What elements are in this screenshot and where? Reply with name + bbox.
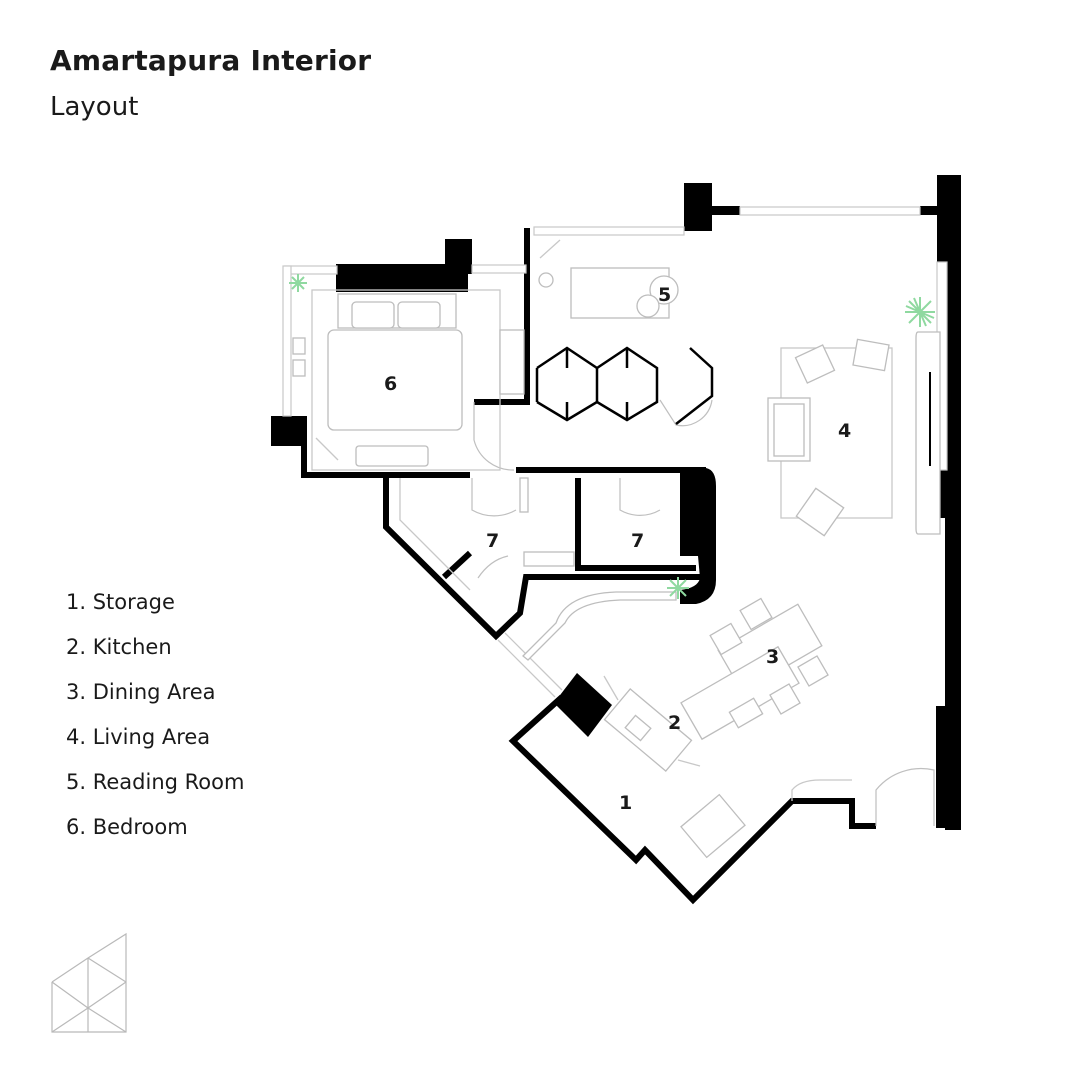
wall-pier-bedroom bbox=[271, 416, 307, 446]
sofa-seat bbox=[773, 403, 805, 457]
bath-vanity bbox=[523, 551, 575, 567]
room-label-living: 4 bbox=[838, 420, 851, 442]
legend-item-bedroom: 6. Bedroom bbox=[66, 815, 188, 839]
plant-icon bbox=[289, 274, 307, 292]
entry-cabinet bbox=[791, 779, 852, 801]
window-living-top bbox=[739, 206, 921, 216]
window-diagonal bbox=[497, 639, 556, 698]
window-diagonal-inner bbox=[504, 632, 563, 691]
living-furniture bbox=[767, 331, 941, 537]
counter-door-line-2 bbox=[603, 675, 619, 701]
counter-door-line bbox=[677, 759, 701, 767]
legend-item-dining-area: 3. Dining Area bbox=[66, 680, 216, 704]
doors bbox=[471, 399, 935, 826]
island-sink-icon bbox=[728, 697, 764, 729]
mirror bbox=[315, 437, 339, 461]
pillow-left-icon bbox=[351, 301, 395, 329]
lamp-icon bbox=[538, 272, 554, 288]
hex-shelf-right bbox=[675, 347, 714, 425]
room-label-dining: 3 bbox=[766, 646, 779, 668]
room-label-reading: 5 bbox=[658, 284, 671, 306]
room-label-bath-right: 7 bbox=[631, 530, 644, 552]
room-label-bedroom: 6 bbox=[384, 373, 397, 395]
room-label-kitchen: 2 bbox=[668, 712, 681, 734]
walls bbox=[271, 175, 961, 905]
armchair-3 bbox=[795, 487, 845, 537]
door-entrance bbox=[875, 767, 935, 826]
dining-chair-1 bbox=[739, 597, 773, 631]
hex-shelf-dividers bbox=[535, 348, 629, 420]
reading-stool-2 bbox=[636, 294, 660, 318]
wall-pier-bottom-right bbox=[936, 706, 958, 828]
room-labels: 6 5 4 3 2 1 7 7 bbox=[384, 284, 851, 814]
armchair-1 bbox=[794, 344, 836, 384]
wall-column-bedroom bbox=[445, 239, 472, 274]
window-bedroom-top-right bbox=[471, 264, 527, 274]
plant-icon bbox=[905, 297, 935, 327]
stove-icon bbox=[624, 714, 652, 742]
wall-reading-left bbox=[474, 228, 530, 405]
wall-bath-divider bbox=[575, 478, 696, 571]
logo-icon bbox=[51, 932, 127, 1033]
legend-item-kitchen: 2. Kitchen bbox=[66, 635, 172, 659]
pillow-right-icon bbox=[397, 301, 441, 329]
wall-bath-left-outline bbox=[383, 478, 708, 641]
plant-icon bbox=[667, 577, 689, 599]
page-title: Amartapura Interior bbox=[50, 44, 372, 77]
wall-stub-top-right bbox=[920, 206, 940, 215]
door-bedroom bbox=[473, 402, 515, 471]
bench bbox=[355, 445, 429, 467]
wall-stub-top bbox=[710, 206, 740, 215]
page-subtitle: Layout bbox=[50, 92, 139, 122]
dining-chair-4 bbox=[769, 683, 801, 715]
legend-item-living-area: 4. Living Area bbox=[66, 725, 211, 749]
wardrobe bbox=[499, 329, 525, 395]
bath-left-counter bbox=[399, 478, 471, 591]
wall-curved-bath bbox=[680, 468, 716, 604]
wall-column-kitchen bbox=[554, 673, 612, 737]
side-table-1 bbox=[292, 337, 306, 355]
window-bedroom-top-left bbox=[284, 265, 338, 275]
door-reading bbox=[659, 399, 713, 427]
dining-chair-2 bbox=[709, 622, 743, 656]
shelf-line bbox=[539, 239, 561, 259]
door-bath-left bbox=[471, 478, 517, 517]
storage-shelf bbox=[680, 793, 746, 859]
room-label-bath-left: 7 bbox=[486, 530, 499, 552]
wall-right bbox=[945, 260, 961, 830]
wall-column-top-right bbox=[937, 175, 961, 265]
wall-storage-outline bbox=[508, 694, 876, 905]
side-table-2 bbox=[292, 359, 306, 377]
door-bath-inner bbox=[477, 555, 509, 579]
dining-furniture bbox=[680, 597, 829, 741]
door-bath-right bbox=[619, 478, 661, 516]
bath-shelf bbox=[519, 477, 529, 513]
bath-fixtures bbox=[399, 477, 575, 591]
dining-chair-3 bbox=[797, 655, 829, 687]
room-label-storage: 1 bbox=[619, 792, 632, 814]
wall-bedroom-bottom bbox=[301, 446, 470, 478]
plants bbox=[289, 274, 935, 599]
armchair-2 bbox=[852, 338, 890, 372]
hex-shelf bbox=[536, 346, 659, 422]
window-reading-top bbox=[533, 226, 685, 236]
windows bbox=[282, 206, 948, 698]
legend-item-storage: 1. Storage bbox=[66, 590, 175, 614]
reading-furniture bbox=[535, 239, 714, 425]
wall-column-top bbox=[684, 183, 712, 231]
tv-console bbox=[915, 331, 941, 535]
bed bbox=[327, 329, 463, 431]
wall-bath-inner bbox=[441, 550, 473, 580]
counter-curved bbox=[522, 591, 677, 661]
bedroom-furniture bbox=[292, 289, 525, 471]
reading-stool bbox=[649, 275, 679, 305]
kitchen-furniture bbox=[522, 591, 852, 859]
window-bedroom-left bbox=[282, 265, 292, 417]
room-legend: 1. Storage 2. Kitchen 3. Dining Area 4. … bbox=[66, 580, 244, 850]
legend-item-reading-room: 5. Reading Room bbox=[66, 770, 245, 794]
